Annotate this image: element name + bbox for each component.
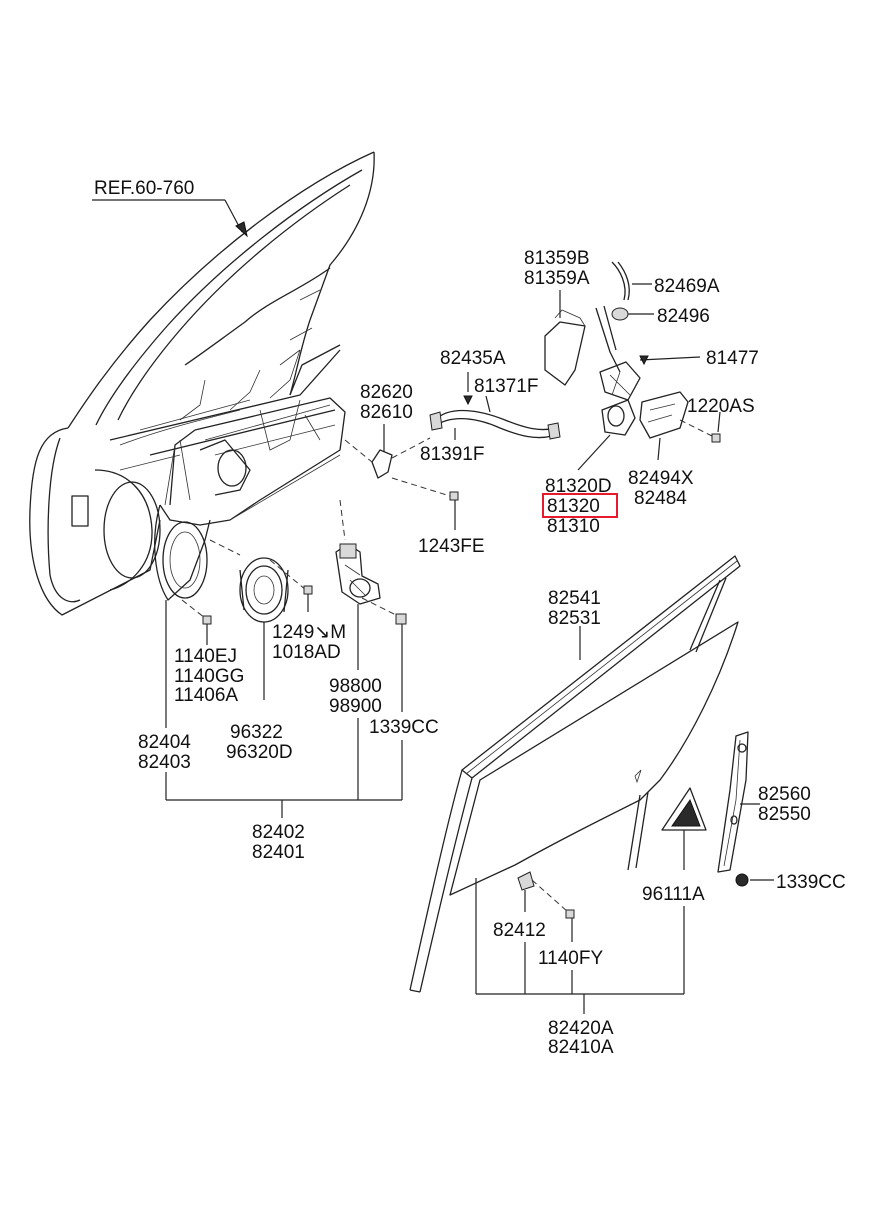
label-82403: 82403: [138, 752, 191, 773]
label-81477: 81477: [706, 348, 759, 369]
label-82420a: 82420A: [548, 1018, 614, 1039]
label-82496: 82496: [657, 306, 710, 327]
label-82484: 82484: [634, 488, 687, 509]
label-1220as: 1220AS: [687, 396, 755, 417]
label-82550: 82550: [758, 804, 811, 825]
label-82410a: 82410A: [548, 1037, 614, 1058]
glass-run-channel: 82541 82531: [409, 555, 741, 993]
label-82404: 82404: [138, 732, 191, 753]
label-96320d: 96320D: [226, 742, 293, 763]
screw-1249m: 1249↘M 1018AD: [269, 559, 346, 663]
label-82610: 82610: [360, 402, 413, 423]
label-11406a: 11406A: [174, 685, 238, 706]
door-latch-assembly: 81477 81320D 81320 81310: [542, 305, 759, 537]
label-1249m: 1249↘M: [272, 622, 346, 643]
glass-holder-part: 82412 1140FY: [493, 871, 603, 969]
label-82541: 82541: [548, 588, 601, 609]
label-98800: 98800: [329, 676, 382, 697]
label-81310: 81310: [547, 516, 600, 537]
door-speaker-part: 96322 96320D: [226, 557, 293, 763]
window-motor-part: 98800 98900: [329, 499, 382, 717]
rear-channel-part: 82560 82550: [717, 731, 811, 873]
door-checker-part: 82620 82610: [344, 382, 431, 479]
label-1339cc-right: 1339CC: [776, 872, 846, 893]
label-1140fy: 1140FY: [538, 948, 603, 969]
nut-1339cc-left: 1339CC: [361, 597, 439, 738]
group-bracket-82402: 82404 82403 82402 82401: [138, 600, 403, 863]
label-82401: 82401: [252, 842, 305, 863]
bolt-1243fe: 1243FE: [391, 477, 485, 557]
nut-1339cc-right: 1339CC: [735, 872, 846, 893]
label-82469a: 82469A: [654, 276, 720, 297]
label-81320: 81320: [547, 496, 600, 517]
lock-rod-part: 82469A 82496: [611, 261, 720, 327]
label-81359b: 81359B: [524, 248, 590, 269]
label-82412: 82412: [493, 920, 546, 941]
door-module-panel: [154, 344, 346, 601]
label-1140ej: 1140EJ: [174, 646, 237, 667]
label-81320d: 81320D: [545, 476, 612, 497]
door-cables: 82435A 81371F 81391F: [420, 348, 561, 465]
label-81371f: 81371F: [474, 376, 538, 397]
label-98900: 98900: [329, 696, 382, 717]
label-1018ad: 1018AD: [272, 642, 341, 663]
label-82435a: 82435A: [440, 348, 506, 369]
label-82560: 82560: [758, 784, 811, 805]
label-1140gg: 1140GG: [174, 666, 244, 687]
latch-bracket-part: 81359B 81359A: [524, 248, 590, 386]
door-frame-drawing: REF.60-760: [29, 151, 375, 616]
group-bracket-82420a: 82420A 82410A: [475, 878, 685, 1058]
label-96322: 96322: [230, 722, 283, 743]
highlight-box-81320: [542, 493, 618, 518]
label-1243fe: 1243FE: [418, 536, 485, 557]
bolt-1140ej: 1140EJ 1140GG 11406A: [174, 539, 244, 706]
label-81391f: 81391F: [420, 444, 484, 465]
label-96111a: 96111A: [642, 884, 705, 905]
label-81359a: 81359A: [524, 268, 590, 289]
ref-label: REF.60-760: [94, 178, 194, 199]
label-82531: 82531: [548, 608, 601, 629]
label-82494x: 82494X: [628, 468, 694, 489]
label-82620: 82620: [360, 382, 413, 403]
label-82402: 82402: [252, 822, 305, 843]
door-actuator-part: 82494X 82484 1220AS: [628, 391, 755, 509]
door-glass-part: 96111A: [449, 621, 739, 905]
label-1339cc-left: 1339CC: [369, 717, 439, 738]
